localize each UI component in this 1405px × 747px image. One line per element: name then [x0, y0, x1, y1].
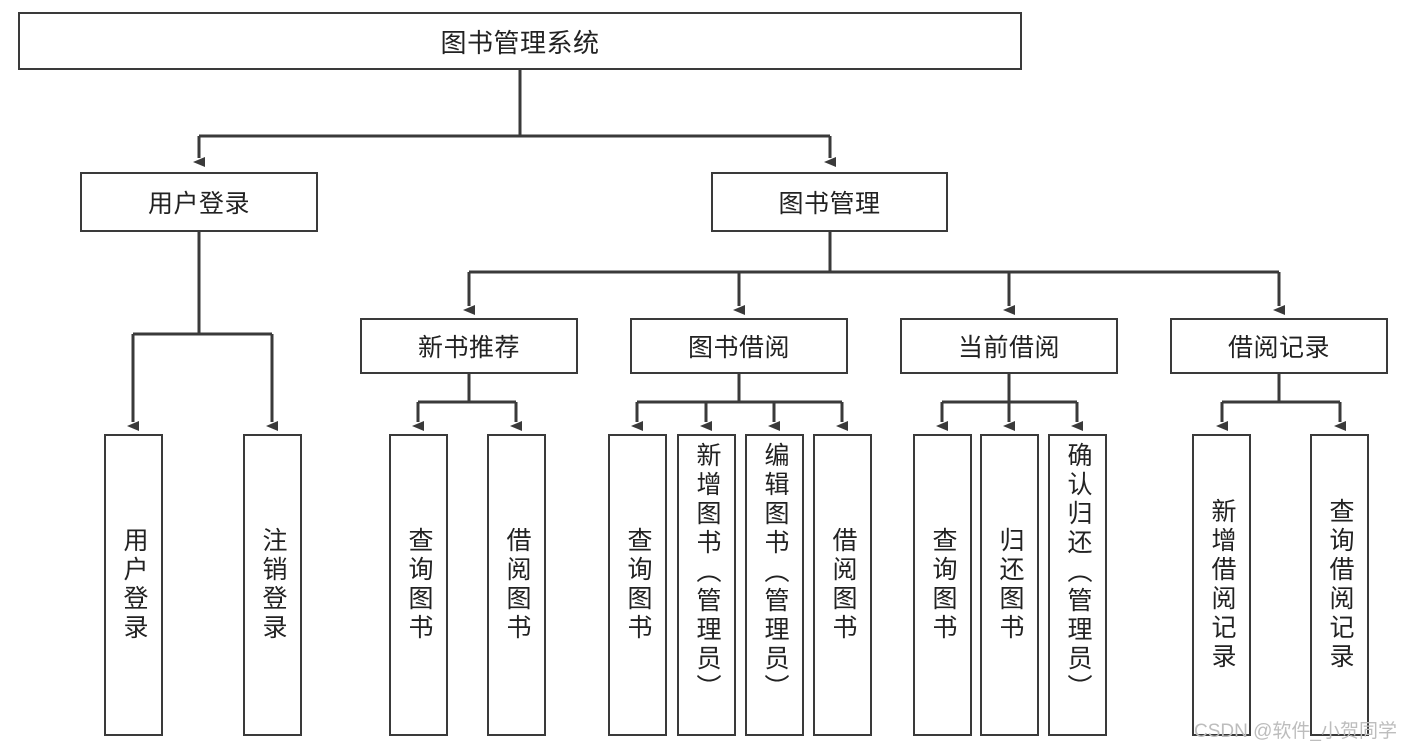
leaf-new-book-borrow-books[interactable]: 借阅图书 — [487, 434, 546, 736]
node-book-management[interactable]: 图书管理 — [711, 172, 948, 232]
leaf-borrow-record-add-record[interactable]: 新增借阅记录 — [1192, 434, 1251, 736]
leaf-borrow-record-query-record[interactable]: 查询借阅记录 — [1310, 434, 1369, 736]
node-root-book-management-system[interactable]: 图书管理系统 — [18, 12, 1022, 70]
leaf-book-borrow-edit-book-admin[interactable]: 编辑图书（管理员） — [745, 434, 804, 736]
node-current-borrowing[interactable]: 当前借阅 — [900, 318, 1118, 374]
node-new-book-recommendation[interactable]: 新书推荐 — [360, 318, 578, 374]
node-borrowing-record[interactable]: 借阅记录 — [1170, 318, 1388, 374]
leaf-user-login-sign-in[interactable]: 用户登录 — [104, 434, 163, 736]
leaf-book-borrow-query-books[interactable]: 查询图书 — [608, 434, 667, 736]
leaf-book-borrow-borrow-books[interactable]: 借阅图书 — [813, 434, 872, 736]
leaf-current-borrow-confirm-return-admin[interactable]: 确认归还（管理员） — [1048, 434, 1107, 736]
watermark-text: CSDN @软件_小贺同学 — [1194, 721, 1397, 742]
leaf-user-login-sign-out[interactable]: 注销登录 — [243, 434, 302, 736]
leaf-current-borrow-query-books[interactable]: 查询图书 — [913, 434, 972, 736]
node-user-login[interactable]: 用户登录 — [80, 172, 318, 232]
leaf-new-book-query-books[interactable]: 查询图书 — [389, 434, 448, 736]
leaf-current-borrow-return-books[interactable]: 归还图书 — [980, 434, 1039, 736]
node-book-borrowing[interactable]: 图书借阅 — [630, 318, 848, 374]
leaf-book-borrow-add-book-admin[interactable]: 新增图书（管理员） — [677, 434, 736, 736]
